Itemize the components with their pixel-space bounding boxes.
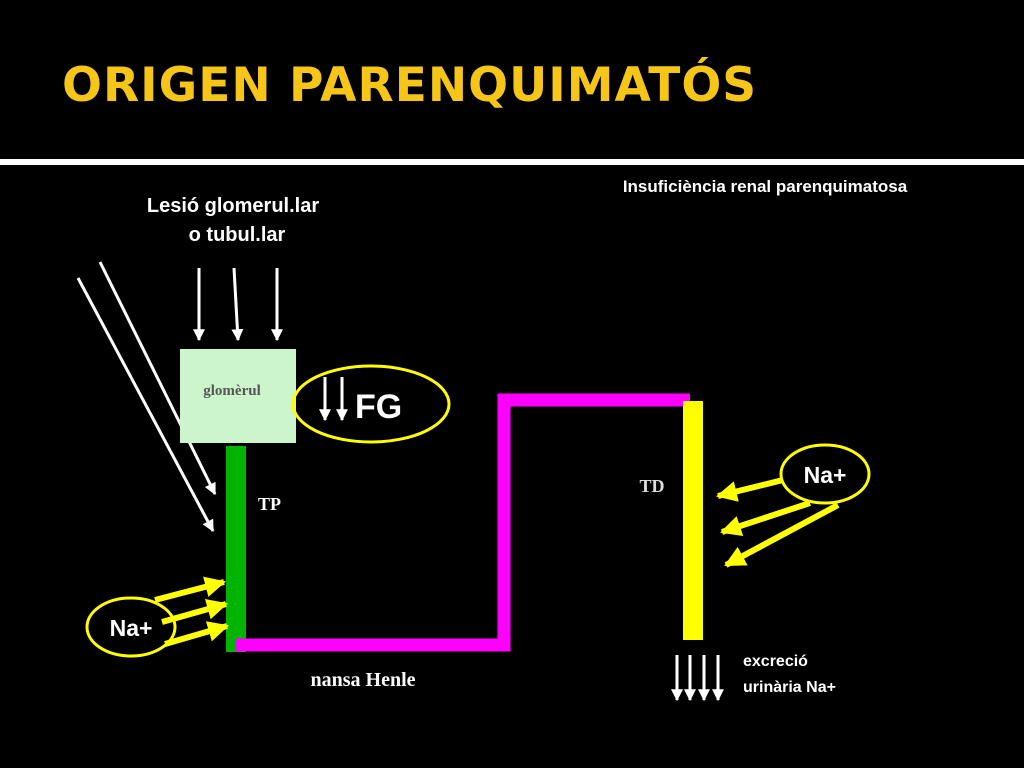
lesion-label-line2: o tubul.lar [189, 224, 286, 246]
diagnosis-label: Insuficiència renal parenquimatosa [623, 177, 908, 196]
double-down-arrow-icon [319, 377, 348, 422]
na-right-ellipse [779, 443, 871, 505]
tp-label: TP [258, 494, 281, 514]
distal-tubule [683, 401, 703, 640]
henle-loop [236, 393, 690, 652]
na-left-label: Na+ [110, 615, 153, 641]
four-down-arrows-icon [671, 655, 724, 702]
na-reabsorption-arrows-right-icon [715, 477, 840, 568]
na-reabsorption-arrows-left-icon [154, 576, 230, 647]
fg-ellipse [291, 364, 451, 444]
diagonal-lesion-arrows-icon [76, 261, 217, 533]
title-divider [0, 159, 1024, 165]
excretion-label-line1: excreció [743, 653, 808, 670]
proximal-tubule [226, 446, 246, 652]
na-right-label: Na+ [804, 462, 847, 488]
excretion-label-line2: urinària Na+ [743, 679, 836, 696]
glomerulus-box [180, 349, 296, 443]
henle-label: nansa Henle [310, 669, 415, 691]
slide-title: ORIGEN PARENQUIMATÓS [62, 58, 758, 113]
glomerulus-label: glomèrul [203, 383, 261, 399]
td-label: TD [639, 476, 664, 496]
lesion-arrows-icon [193, 267, 283, 342]
fg-label: FG [355, 388, 402, 426]
lesion-label-line1: Lesió glomerul.lar [147, 195, 319, 217]
na-left-ellipse [85, 596, 177, 658]
